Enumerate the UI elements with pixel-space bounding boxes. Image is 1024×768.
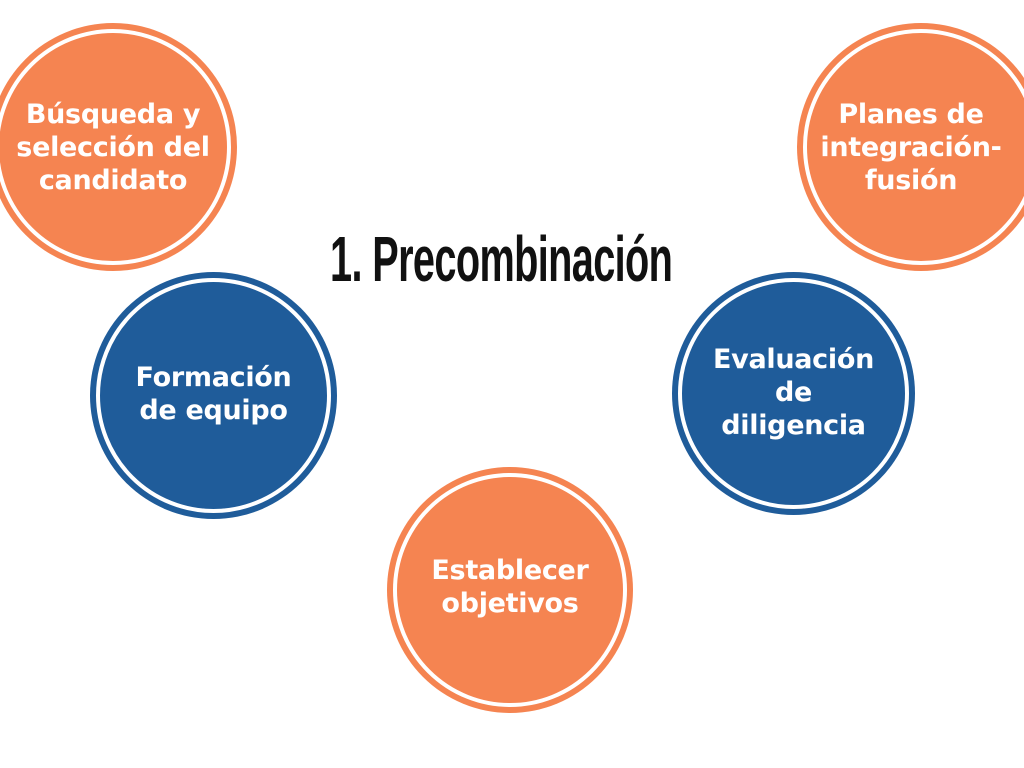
- node-label: Establecer objetivos: [431, 555, 589, 619]
- node-formacion-equipo: Formación de equipo: [90, 272, 337, 519]
- node-label: Planes de integración-fusión: [820, 98, 1002, 196]
- node-evaluacion-diligencia: Evaluación de diligencia: [672, 272, 915, 515]
- diagram-title: 1. Precombinación: [330, 223, 673, 295]
- node-busqueda-seleccion: Búsqueda y selección del candidato: [0, 23, 237, 271]
- node-establecer-objetivos: Establecer objetivos: [387, 467, 633, 713]
- node-label: Búsqueda y selección del candidato: [16, 98, 210, 196]
- node-planes-integracion: Planes de integración-fusión: [797, 23, 1024, 271]
- node-label: Formación de equipo: [135, 361, 292, 426]
- node-label: Evaluación de diligencia: [713, 344, 874, 441]
